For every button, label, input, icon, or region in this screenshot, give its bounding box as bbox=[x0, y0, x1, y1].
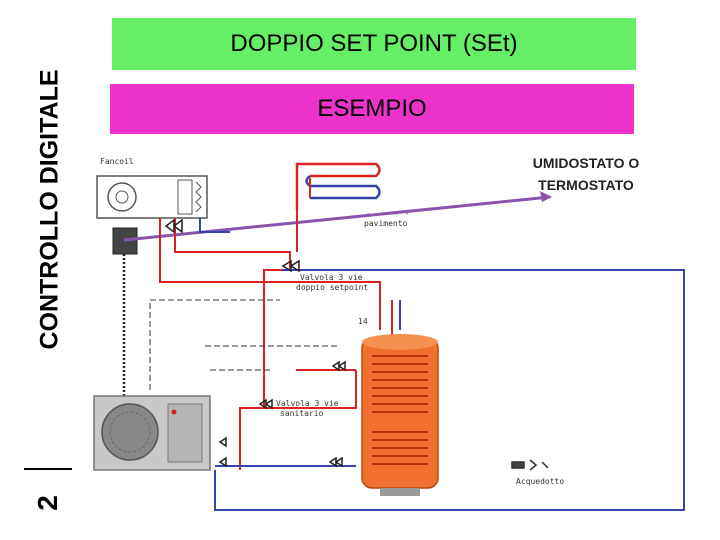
sensor-number-label: 14 bbox=[358, 317, 368, 326]
valve-sanitario-label-1: Valvola 3 vie bbox=[276, 399, 339, 408]
callout-line-1: UMIDOSTATO O bbox=[532, 155, 640, 171]
return-pipes bbox=[199, 218, 685, 511]
example-banner-text: ESEMPIO bbox=[317, 95, 427, 122]
example-banner: ESEMPIO bbox=[110, 84, 634, 134]
pavimento-label: pavimento bbox=[364, 219, 408, 228]
fancoil-unit bbox=[96, 175, 208, 219]
water-supply-symbol bbox=[511, 459, 549, 471]
valve-sanitario-label-2: sanitario bbox=[280, 409, 324, 418]
acquedotto-label: Acquedotto bbox=[516, 477, 564, 486]
signal-arrow bbox=[540, 191, 552, 202]
heat-pump-unit bbox=[93, 395, 211, 471]
control-wiring bbox=[149, 299, 340, 390]
title-banner-text: DOPPIO SET POINT (SEt) bbox=[230, 30, 518, 57]
valves bbox=[164, 218, 346, 468]
thermostat-callout: UMIDOSTATO O TERMOSTATO bbox=[500, 152, 672, 196]
callout-line-2: TERMOSTATO bbox=[538, 177, 634, 193]
fancoil-label: Fancoil bbox=[100, 157, 134, 166]
title-banner: DOPPIO SET POINT (SEt) bbox=[112, 18, 636, 70]
floor-heating-coils bbox=[295, 162, 381, 210]
storage-tank bbox=[361, 334, 439, 496]
valve-setpoint-label-1: Valvola 3 vie bbox=[300, 273, 363, 282]
valve-setpoint-label-2: doppio setpoint bbox=[296, 283, 368, 292]
supply-pipes bbox=[159, 210, 393, 470]
signal-line bbox=[123, 195, 551, 242]
side-divider bbox=[24, 468, 72, 470]
